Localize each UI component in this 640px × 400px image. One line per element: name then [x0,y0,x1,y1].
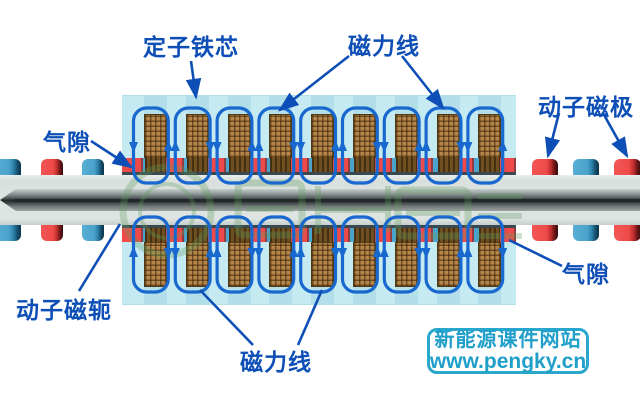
coil-winding [269,242,293,287]
coil-tooth [312,157,334,172]
stator-coil-top [478,114,502,172]
coil-winding [353,242,376,287]
coil-winding [311,114,335,158]
mover-pole-segment-bottom-red [122,228,143,242]
stator-coil-top [227,114,251,172]
stator-coil-bottom [353,228,376,287]
coil-tooth [270,157,292,172]
stator-coil-top [185,114,209,172]
coil-winding [353,114,376,158]
coil-winding [185,114,209,158]
stator-coil-bottom [144,228,167,287]
leader-line [508,238,563,268]
label-mover-yoke: 动子磁轭 [16,297,112,323]
label-flux-lines-bottom: 磁力线 [240,349,312,375]
label-stator-core: 定子铁芯 [143,34,239,60]
stator-coil-top [269,114,293,172]
stator-coil-top [394,114,418,172]
coil-winding [436,242,460,287]
coil-tooth [228,157,250,172]
coil-tooth [354,228,375,243]
mover-pole-red [41,225,63,241]
coil-winding [227,242,251,287]
stator-coil-bottom [311,228,335,287]
coil-tooth [145,157,166,172]
stator-slot [501,96,516,172]
stator-coil-bottom [478,228,502,287]
mover-pole-segment-top-red [122,158,143,172]
mover-pole-blue [0,225,21,241]
air-gap-line-top [122,172,516,175]
coil-tooth [186,228,208,243]
label-mover-pole: 动子磁极 [538,94,634,120]
coil-winding [144,114,167,158]
coil-tooth [270,228,292,243]
mover-pole-red [614,159,640,175]
leader-line [185,60,202,100]
coil-tooth [228,228,250,243]
mover-pole-blue [82,159,104,175]
coil-winding [311,242,335,287]
stator-coil-top [144,114,167,172]
coil-winding [478,242,502,287]
coil-tooth [479,157,501,172]
coil-tooth [437,157,459,172]
coil-winding [144,242,167,287]
mover-pole-red [532,225,558,241]
stator-coil-bottom [394,228,418,287]
badge-site-url: www.pengky.cn [429,350,587,373]
coil-tooth [479,228,501,243]
coil-winding [394,242,418,287]
mover-pole-red [41,159,63,175]
mover-pole-blue [0,159,21,175]
coil-tooth [395,228,417,243]
mover-pole-red [614,225,640,241]
label-air-gap-left: 气隙 [43,129,91,155]
coil-winding [269,114,293,158]
mover-pole-blue [573,225,599,241]
stator-coil-top [311,114,335,172]
coil-winding [436,114,460,158]
mover-pole-red [532,159,558,175]
mover-pole-blue [82,225,104,241]
stator-coil-bottom [227,228,251,287]
coil-tooth [354,157,375,172]
coil-tooth [437,228,459,243]
mover-pole-blue [573,159,599,175]
label-flux-lines-top: 磁力线 [348,33,420,59]
coil-winding [185,242,209,287]
coil-tooth [312,228,334,243]
coil-tooth [395,157,417,172]
stator-coil-bottom [436,228,460,287]
coil-tooth [186,157,208,172]
label-air-gap-right: 气隙 [562,261,610,287]
coil-winding [394,114,418,158]
coil-tooth [145,228,166,243]
shaft-center-line [14,199,640,202]
coil-winding [478,114,502,158]
coil-winding [227,114,251,158]
badge-site-name: 新能源课件网站 [434,329,582,351]
stator-coil-top [436,114,460,172]
stator-coil-bottom [185,228,209,287]
stator-coil-bottom [269,228,293,287]
website-watermark-badge: 新能源课件网站 www.pengky.cn [427,328,589,374]
stator-coil-top [353,114,376,172]
